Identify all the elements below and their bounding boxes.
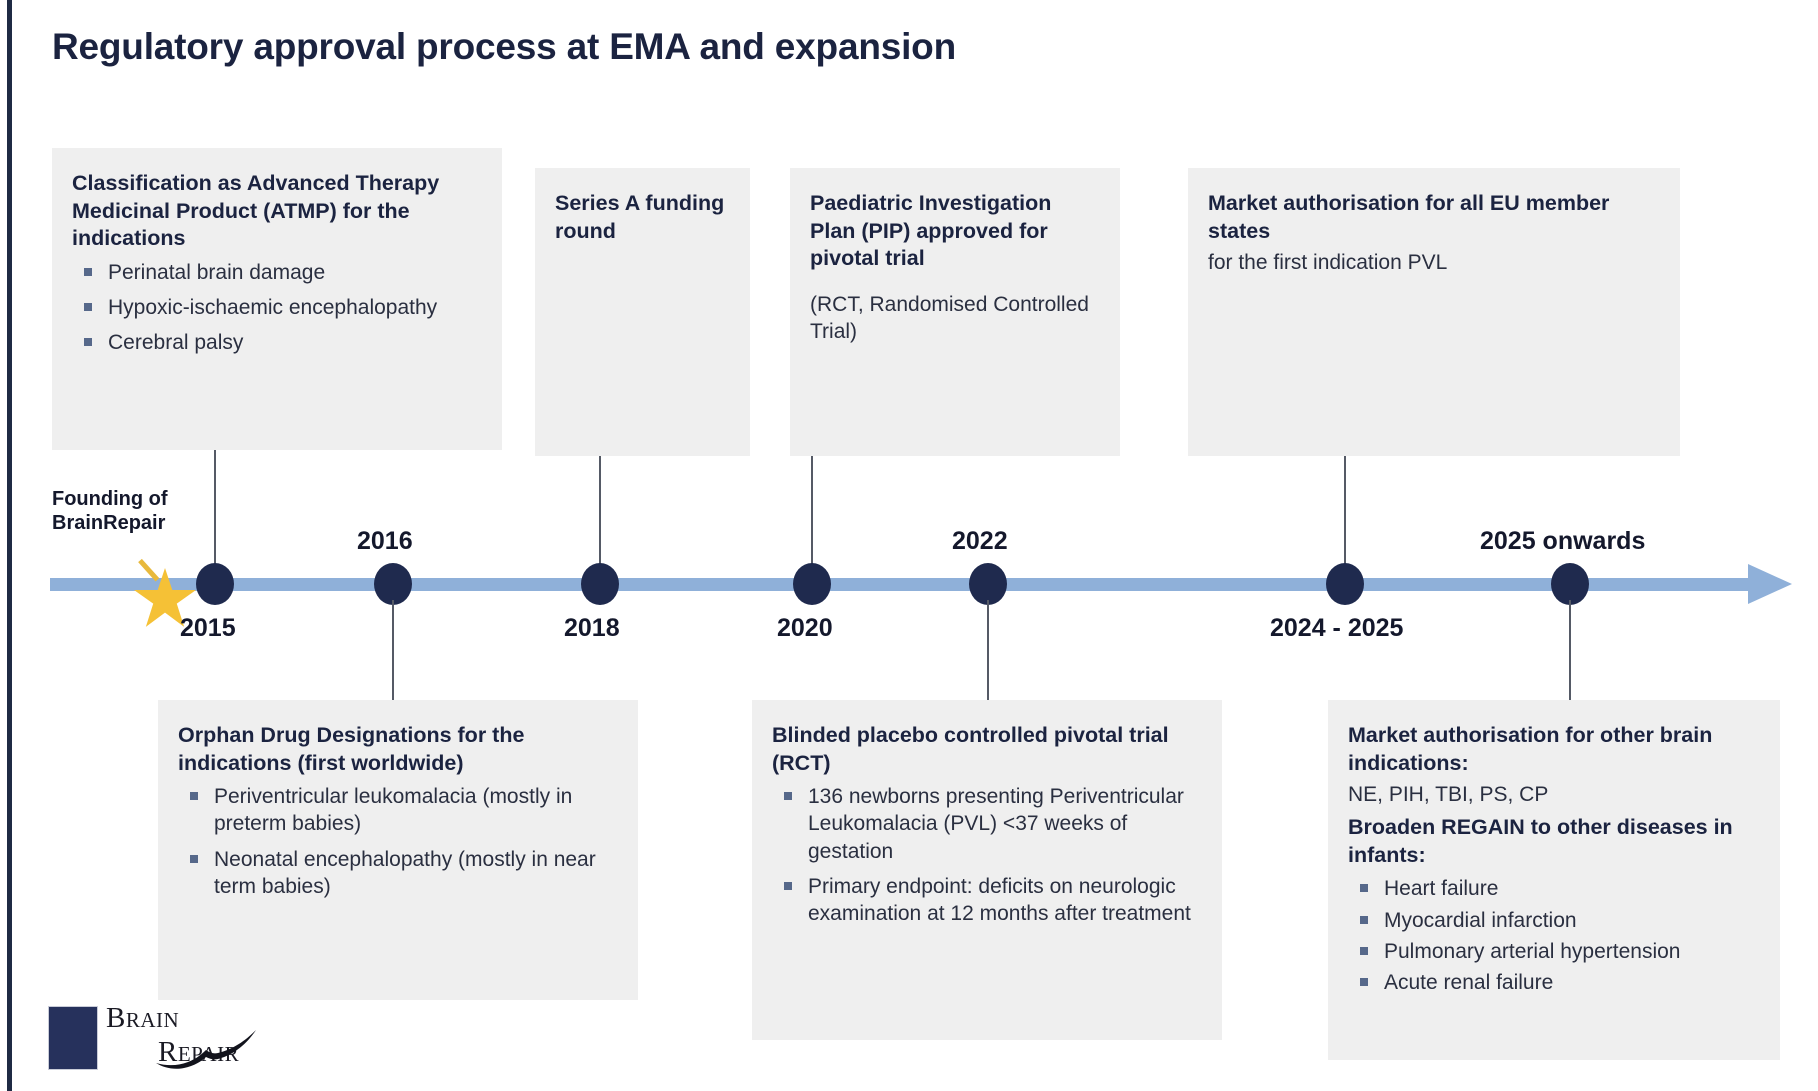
card-heading: Market authorisation for other brain ind… <box>1348 723 1713 775</box>
timeline-axis <box>50 578 1762 591</box>
list-item-label: Perinatal brain damage <box>108 260 326 284</box>
list-item: Periventricular leukomalacia (mostly in … <box>178 783 618 838</box>
list-item-label: 136 newborns presenting Periventricular … <box>808 785 1184 863</box>
card-heading: Blinded placebo controlled pivotal trial… <box>772 723 1169 775</box>
list-item: Cerebral palsy <box>72 329 482 356</box>
connector-line-2018 <box>599 456 601 570</box>
timeline-node-2018[interactable] <box>581 563 619 605</box>
card-bullet-list: Heart failure Myocardial infarction Pulm… <box>1348 875 1760 996</box>
bullet-square-icon <box>190 854 198 863</box>
year-label-2025-onwards: 2025 onwards <box>1480 527 1646 555</box>
connector-line-2015 <box>214 450 216 570</box>
founding-label: Founding of BrainRepair <box>52 487 168 536</box>
bullet-square-icon <box>84 267 92 276</box>
connector-line-2016 <box>392 600 394 700</box>
timeline-node-2015[interactable] <box>196 563 234 605</box>
left-accent-rail <box>7 0 12 1091</box>
year-label-2018: 2018 <box>564 614 620 642</box>
bullet-square-icon <box>784 792 792 801</box>
card-heading: Classification as Advanced Therapy Medic… <box>72 171 440 251</box>
list-item-label: Cerebral palsy <box>108 331 244 355</box>
list-item: Perinatal brain damage <box>72 259 482 286</box>
timeline-arrow-icon <box>1748 564 1792 604</box>
bullet-square-icon <box>1360 978 1368 987</box>
card-heading-secondary: Broaden REGAIN to other diseases in infa… <box>1348 815 1733 867</box>
connector-line-2025-onwards <box>1569 600 1571 700</box>
list-item: 136 newborns presenting Periventricular … <box>772 783 1202 865</box>
bullet-square-icon <box>1360 946 1368 955</box>
list-item-label: Pulmonary arterial hypertension <box>1384 939 1681 963</box>
logo-word-brain: BRAIN <box>106 1002 180 1034</box>
list-item: Heart failure <box>1348 875 1760 902</box>
card-bullet-list: 136 newborns presenting Periventricular … <box>772 783 1202 927</box>
card-subtext: NE, PIH, TBI, PS, CP <box>1348 783 1549 807</box>
card-2022-pivotal-trial: Blinded placebo controlled pivotal trial… <box>752 700 1222 1040</box>
bullet-square-icon <box>1360 915 1368 924</box>
connector-line-2024 <box>1344 456 1346 570</box>
card-subtext: for the first indication PVL <box>1208 251 1448 275</box>
list-item-label: Hypoxic-ischaemic encephalopathy <box>108 295 438 319</box>
card-subtext: (RCT, Randomised Controlled Trial) <box>810 292 1089 343</box>
year-label-2016: 2016 <box>357 527 413 555</box>
star-leader-line-icon <box>138 558 160 582</box>
list-item-label: Periventricular leukomalacia (mostly in … <box>214 785 573 836</box>
card-2020-pip: Paediatric Investigation Plan (PIP) appr… <box>790 168 1120 456</box>
card-bullet-list: Periventricular leukomalacia (mostly in … <box>178 783 618 900</box>
logo-swoosh-icon <box>156 1030 256 1069</box>
bullet-square-icon <box>1360 884 1368 893</box>
bullet-square-icon <box>84 302 92 311</box>
brainrepair-logo: BRAIN REPAIR <box>48 1002 298 1080</box>
list-item-label: Neonatal encephalopathy (mostly in near … <box>214 847 596 898</box>
connector-line-2020 <box>811 456 813 570</box>
year-label-2015: 2015 <box>180 614 236 642</box>
list-item-label: Heart failure <box>1384 877 1499 901</box>
founding-line1: Founding of <box>52 488 168 510</box>
card-2018-series-a: Series A funding round <box>535 168 750 456</box>
card-bullet-list: Perinatal brain damage Hypoxic-ischaemic… <box>72 259 482 357</box>
year-label-2024-2025: 2024 - 2025 <box>1270 614 1404 642</box>
card-2025-other-indications: Market authorisation for other brain ind… <box>1328 700 1780 1060</box>
card-heading: Paediatric Investigation Plan (PIP) appr… <box>810 191 1052 271</box>
timeline-node-2022[interactable] <box>969 563 1007 605</box>
year-label-2022: 2022 <box>952 527 1008 555</box>
list-item-label: Myocardial infarction <box>1384 908 1577 932</box>
list-item-label: Acute renal failure <box>1384 971 1554 995</box>
list-item: Hypoxic-ischaemic encephalopathy <box>72 294 482 321</box>
card-2024-market-auth-eu: Market authorisation for all EU member s… <box>1188 168 1680 456</box>
timeline-node-2024-2025[interactable] <box>1326 563 1364 605</box>
year-label-2020: 2020 <box>777 614 833 642</box>
logo-square-icon <box>48 1006 98 1070</box>
card-2015-atmp: Classification as Advanced Therapy Medic… <box>52 148 502 450</box>
list-item-label: Primary endpoint: deficits on neurologic… <box>808 874 1191 926</box>
founding-line2: BrainRepair <box>52 512 166 535</box>
connector-line-2022 <box>987 600 989 700</box>
page-title: Regulatory approval process at EMA and e… <box>52 26 956 67</box>
list-item: Primary endpoint: deficits on neurologic… <box>772 873 1202 928</box>
card-heading: Orphan Drug Designations for the indicat… <box>178 723 525 775</box>
bullet-square-icon <box>784 881 792 890</box>
list-item: Pulmonary arterial hypertension <box>1348 938 1760 965</box>
timeline-node-2020[interactable] <box>793 563 831 605</box>
card-heading: Series A funding round <box>555 191 725 243</box>
timeline-node-2025-onwards[interactable] <box>1551 563 1589 605</box>
bullet-square-icon <box>84 338 92 347</box>
founding-star-marker <box>128 552 204 628</box>
list-item: Myocardial infarction <box>1348 907 1760 934</box>
timeline-node-2016[interactable] <box>374 563 412 605</box>
card-heading: Market authorisation for all EU member s… <box>1208 191 1610 243</box>
list-item: Acute renal failure <box>1348 969 1760 996</box>
bullet-square-icon <box>190 792 198 801</box>
list-item: Neonatal encephalopathy (mostly in near … <box>178 846 618 901</box>
card-2016-orphan-drug: Orphan Drug Designations for the indicat… <box>158 700 638 1000</box>
